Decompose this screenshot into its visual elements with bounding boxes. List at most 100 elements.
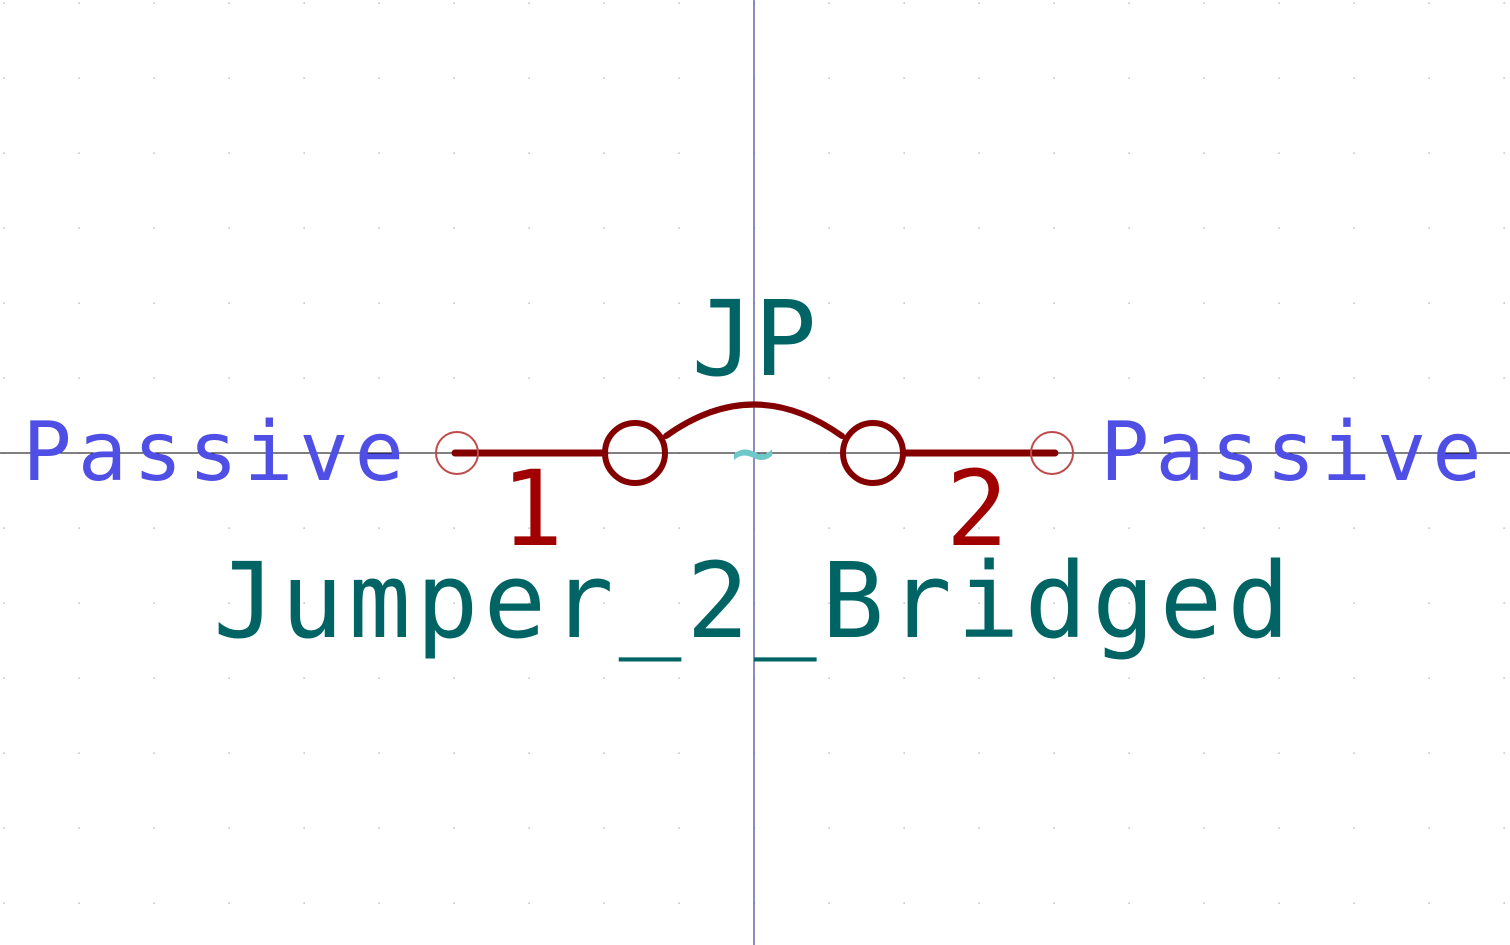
grid-dot — [1353, 377, 1355, 379]
grid-dot — [1503, 2, 1505, 4]
contact-2-circle[interactable] — [840, 420, 906, 486]
grid-dot — [303, 227, 305, 229]
grid-dot — [903, 77, 905, 79]
grid-dot — [1503, 827, 1505, 829]
grid-dot — [303, 827, 305, 829]
grid-dot — [1203, 2, 1205, 4]
grid-dot — [303, 377, 305, 379]
grid-dot — [303, 527, 305, 529]
grid-dot — [1278, 527, 1280, 529]
grid-dot — [1428, 677, 1430, 679]
grid-dot — [153, 377, 155, 379]
grid-dot — [828, 602, 830, 604]
grid-dot — [153, 152, 155, 154]
grid-dot — [1203, 752, 1205, 754]
grid-dot — [1203, 827, 1205, 829]
grid-dot — [378, 752, 380, 754]
reference-designator[interactable]: JP — [691, 278, 816, 400]
grid-dot — [1353, 827, 1355, 829]
pin-1-number-label[interactable]: 1 — [501, 448, 564, 570]
grid-dots — [3, 2, 1505, 904]
pin-1-type-label[interactable]: Passive — [22, 405, 410, 500]
grid-dot — [1353, 77, 1355, 79]
grid-dot — [78, 227, 80, 229]
grid-dot — [828, 527, 830, 529]
grid-dot — [1128, 677, 1130, 679]
grid-dot — [1353, 902, 1355, 904]
grid-dot — [1353, 227, 1355, 229]
grid-dot — [1353, 2, 1355, 4]
grid-dot — [1128, 2, 1130, 4]
grid-dot — [1053, 2, 1055, 4]
grid-dot — [228, 77, 230, 79]
grid-dot — [153, 77, 155, 79]
grid-dot — [903, 302, 905, 304]
grid-dot — [303, 677, 305, 679]
grid-dot — [1278, 602, 1280, 604]
grid-dot — [828, 677, 830, 679]
grid-dot — [1128, 77, 1130, 79]
grid-dot — [528, 527, 530, 529]
grid-dot — [78, 377, 80, 379]
grid-dot — [603, 827, 605, 829]
grid-dot — [1053, 902, 1055, 904]
grid-dot — [678, 302, 680, 304]
grid-dot — [1128, 602, 1130, 604]
grid-dot — [1503, 152, 1505, 154]
grid-dot — [3, 902, 5, 904]
grid-dot — [1428, 377, 1430, 379]
bridge-arc[interactable] — [663, 401, 845, 439]
grid-dot — [978, 2, 980, 4]
symbol-value-label[interactable]: Jumper_2_Bridged — [213, 540, 1295, 662]
grid-dot — [3, 2, 5, 4]
pin-2-type-label[interactable]: Passive — [1100, 405, 1488, 500]
grid-dot — [153, 752, 155, 754]
grid-dot — [603, 602, 605, 604]
grid-dot — [303, 152, 305, 154]
grid-dot — [978, 152, 980, 154]
grid-dot — [228, 377, 230, 379]
grid-dot — [528, 227, 530, 229]
grid-dot — [678, 227, 680, 229]
grid-dot — [153, 827, 155, 829]
grid-dot — [78, 527, 80, 529]
grid-dot — [228, 602, 230, 604]
grid-dot — [1353, 152, 1355, 154]
contact-1-circle[interactable] — [602, 420, 668, 486]
grid-dot — [1128, 377, 1130, 379]
grid-dot — [153, 227, 155, 229]
grid-dot — [1278, 377, 1280, 379]
pin-2-number-label[interactable]: 2 — [946, 448, 1009, 570]
grid-dot — [378, 902, 380, 904]
grid-dot — [78, 602, 80, 604]
grid-dot — [228, 527, 230, 529]
grid-dot — [1053, 677, 1055, 679]
grid-dot — [378, 827, 380, 829]
grid-dot — [1353, 602, 1355, 604]
grid-dot — [828, 2, 830, 4]
grid-dot — [978, 377, 980, 379]
grid-dot — [978, 752, 980, 754]
grid-dot — [1203, 902, 1205, 904]
grid-dot — [1278, 152, 1280, 154]
grid-dot — [453, 77, 455, 79]
pin-2-end-marker[interactable] — [1030, 431, 1074, 475]
grid-dot — [153, 602, 155, 604]
grid-dot — [78, 302, 80, 304]
grid-dot — [1503, 677, 1505, 679]
grid-dot — [1203, 77, 1205, 79]
grid-dot — [1203, 377, 1205, 379]
grid-dot — [1278, 827, 1280, 829]
pin-1-end-marker[interactable] — [435, 431, 479, 475]
grid-dot — [528, 152, 530, 154]
grid-dot — [678, 152, 680, 154]
grid-dot — [1203, 677, 1205, 679]
grid-dot — [1503, 752, 1505, 754]
grid-dot — [303, 77, 305, 79]
grid-dot — [303, 752, 305, 754]
grid-dot — [378, 602, 380, 604]
grid-dot — [678, 827, 680, 829]
grid-dot — [1428, 752, 1430, 754]
